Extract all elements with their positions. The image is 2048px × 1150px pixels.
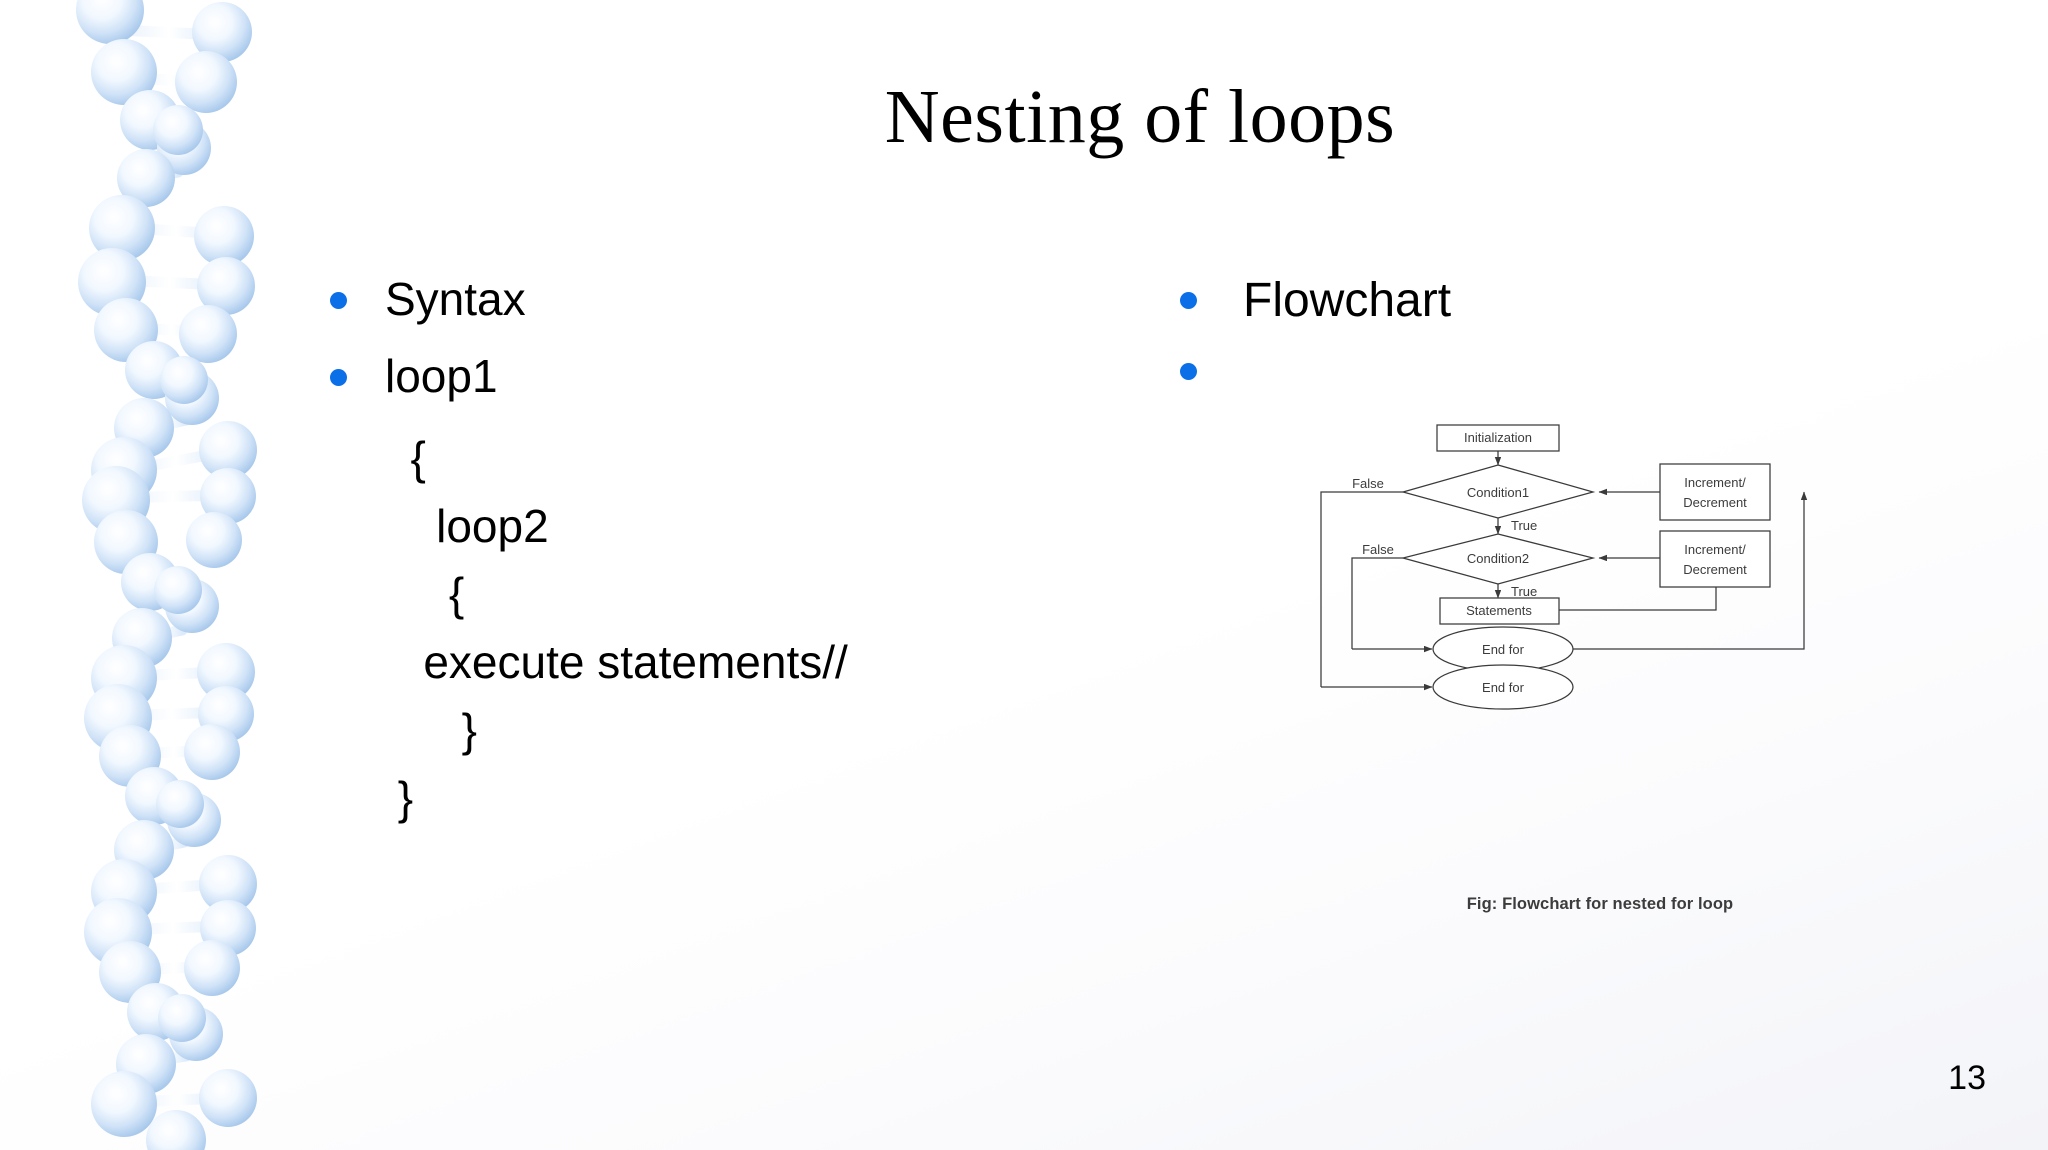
flow-node-label: End for [1482, 642, 1525, 657]
flow-node-statements: Statements [1439, 597, 1560, 625]
right-content-column: Flowchart [1180, 270, 1960, 398]
edge-label-false-2: False [1362, 542, 1394, 557]
flow-node-increment-decrement-2: Increment/ Decrement [1659, 530, 1771, 588]
bullet-dot-icon [330, 292, 347, 309]
edge-label-false-1: False [1352, 476, 1384, 491]
flow-node-end-for-outer: End for [1432, 664, 1574, 710]
code-line: { [330, 424, 1120, 492]
flow-node-condition2: Condition2 [1400, 533, 1596, 585]
figure-caption: Fig: Flowchart for nested for loop [1466, 895, 1734, 913]
bullet-label: Flowchart [1243, 274, 1452, 327]
left-content-column: Syntax loop1 { loop2 { execute statement… [330, 270, 1120, 832]
flow-node-label-line2: Decrement [1683, 495, 1747, 510]
flow-node-label-line1: Increment/ [1684, 475, 1746, 490]
flow-node-label: End for [1482, 680, 1525, 695]
flow-node-label: Condition1 [1467, 485, 1529, 500]
code-line-text: } [385, 772, 414, 825]
bullet-dot-icon [330, 368, 347, 386]
code-line: execute statements// [330, 628, 1120, 696]
bullet-dot-icon [1180, 292, 1197, 309]
flow-node-label: Initialization [1464, 430, 1532, 445]
page-number: 13 [1948, 1059, 1986, 1097]
code-line-text: loop2 [385, 499, 549, 552]
bullet-dot-icon [1180, 363, 1197, 381]
code-line: } [330, 764, 1120, 832]
flow-node-increment-decrement-1: Increment/ Decrement [1659, 463, 1771, 521]
bullet-item-syntax: Syntax [330, 270, 1120, 329]
code-line: loop2 [330, 492, 1120, 560]
edge-label-true-2: True [1511, 584, 1537, 599]
flow-node-condition1: Condition1 [1400, 464, 1596, 519]
slide-title: Nesting of loops [884, 75, 1396, 159]
flow-node-end-for-inner: End for [1432, 626, 1574, 672]
flowchart-diagram: Initialization Condition1 Increment/ Dec… [1320, 424, 1808, 710]
bullet-item-empty [1180, 355, 1960, 381]
code-line-text: { [385, 567, 465, 620]
bullet-item-loop1: loop1 [330, 347, 1120, 406]
flow-node-label: Condition2 [1467, 551, 1529, 566]
code-line: { [330, 560, 1120, 628]
flow-node-label: Statements [1466, 603, 1532, 618]
code-line-text: execute statements// [385, 635, 848, 688]
flow-node-label-line2: Decrement [1683, 562, 1747, 577]
code-line-text: } [385, 704, 478, 757]
bullet-item-flowchart: Flowchart [1180, 270, 1960, 331]
bullet-label: loop1 [385, 349, 498, 402]
dna-helix-graphic [76, 0, 257, 1150]
flow-node-initialization: Initialization [1436, 424, 1560, 452]
bullet-label: Syntax [385, 273, 526, 325]
flowchart-figure: Initialization Condition1 Increment/ Dec… [1290, 410, 1910, 740]
flow-node-label-line1: Increment/ [1684, 542, 1746, 557]
code-line: } [330, 696, 1120, 764]
edge-label-true-1: True [1511, 518, 1537, 533]
code-line-text: { [385, 431, 426, 484]
